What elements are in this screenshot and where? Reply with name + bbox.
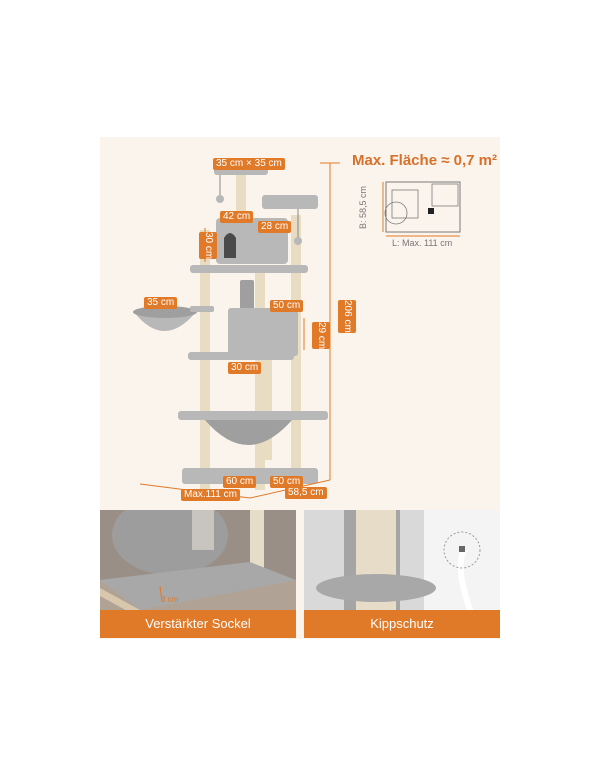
anti-tip-caption: Kippschutz xyxy=(304,610,500,638)
box-width-dimension: 50 cm xyxy=(270,300,304,312)
reinforced-base-photo: 3 cm Verstärkter Sockel xyxy=(100,510,296,638)
area-title: Max. Fläche ≈ 0,7 m² xyxy=(352,152,497,169)
reinforced-base-caption: Verstärkter Sockel xyxy=(100,610,296,638)
base-width-dimension: 60 cm xyxy=(223,476,257,488)
hammock-width-dimension: 30 cm xyxy=(228,362,262,374)
area-length-label: L: Max. 111 cm xyxy=(392,238,453,248)
box-height-dimension: 29 cm xyxy=(312,322,330,350)
anti-tip-photo: Kippschutz xyxy=(304,510,500,638)
max-width-dimension: Max.111 cm xyxy=(181,489,240,501)
basket-width-dimension: 35 cm xyxy=(144,297,178,309)
bed-width-dimension: 28 cm xyxy=(258,221,292,233)
total-height-dimension: 206 cm xyxy=(338,300,356,333)
area-depth-label: B: 58,5 cm xyxy=(358,186,368,230)
top-platform-dimension: 35 cm × 35 cm xyxy=(213,158,285,170)
house-width-dimension: 42 cm xyxy=(220,211,254,223)
house-height-dimension: 30 cm xyxy=(199,232,217,260)
base-thickness-dimension: 3 cm xyxy=(161,595,179,604)
base-depth-dimension: 50 cm xyxy=(270,476,304,488)
max-depth-dimension: 58,5 cm xyxy=(285,487,327,499)
